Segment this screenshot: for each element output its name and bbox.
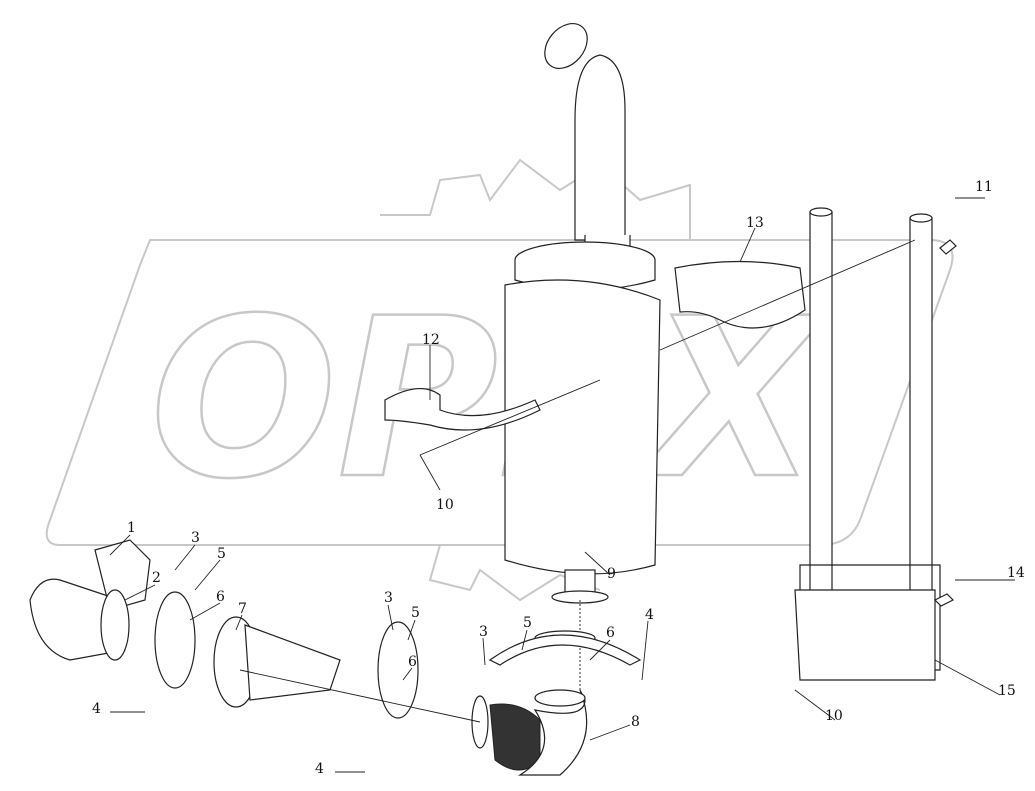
label-8: 8: [631, 714, 640, 730]
label-5: 5: [411, 605, 420, 621]
label-4: 4: [645, 607, 654, 623]
label-5: 5: [523, 615, 532, 631]
label-7: 7: [238, 601, 247, 617]
inlet-assembly: [29, 539, 642, 776]
label-3: 3: [384, 590, 393, 606]
label-9: 9: [607, 566, 616, 582]
label-10: 10: [436, 497, 454, 513]
leader-lines: [109, 197, 1015, 773]
label-15: 15: [998, 683, 1016, 699]
label-4: 4: [315, 761, 324, 777]
label-2: 2: [152, 570, 161, 586]
label-4: 4: [92, 701, 101, 717]
label-1: 1: [127, 520, 136, 536]
label-6: 6: [216, 589, 225, 605]
part-labels: 1 2 3 5 6 7 4 3 5 6 4 3 5 6 4 8 9 10 10 …: [92, 179, 1025, 777]
label-3: 3: [191, 530, 200, 546]
label-12: 12: [422, 332, 440, 348]
label-3: 3: [479, 624, 488, 640]
label-6: 6: [606, 625, 615, 641]
label-11: 11: [975, 179, 993, 195]
bracket-13: [674, 260, 806, 329]
muffler: [504, 23, 661, 690]
label-10: 10: [825, 708, 843, 724]
label-14: 14: [1007, 565, 1025, 581]
mounting-frame: [794, 207, 957, 681]
strap-12: [384, 388, 541, 431]
label-5: 5: [217, 546, 226, 562]
label-13: 13: [746, 215, 764, 231]
label-6: 6: [408, 654, 417, 670]
